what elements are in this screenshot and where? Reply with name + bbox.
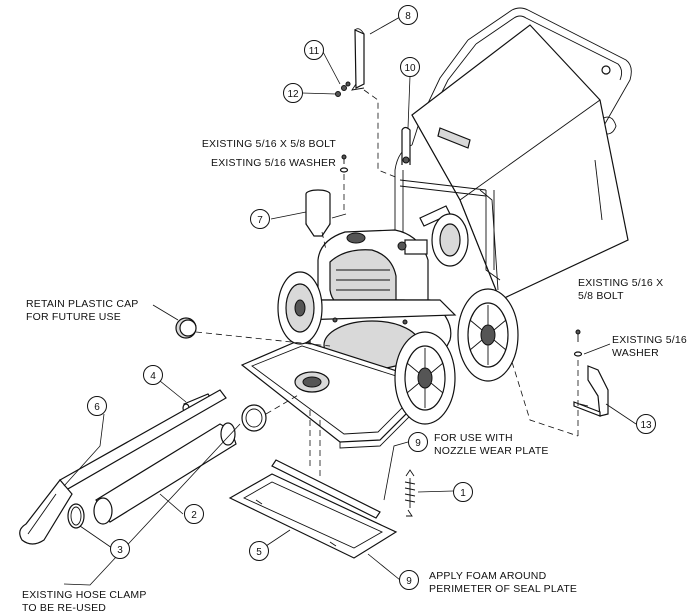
callout-6: 6 bbox=[87, 396, 107, 416]
note-foam-line2: PERIMETER OF SEAL PLATE bbox=[429, 583, 577, 595]
callout-9-lower: 9 bbox=[399, 570, 419, 590]
callout-9-upper: 9 bbox=[408, 432, 428, 452]
callout-7: 7 bbox=[250, 209, 270, 229]
bolt-washer-right bbox=[511, 329, 583, 437]
svg-text:12: 12 bbox=[287, 89, 299, 100]
callout-10: 10 bbox=[400, 57, 420, 77]
debris-bag bbox=[411, 24, 629, 301]
part-10-hook bbox=[401, 126, 411, 165]
callout-3: 3 bbox=[110, 539, 130, 559]
note-nozzle-line2: NOZZLE WEAR PLATE bbox=[434, 445, 549, 457]
svg-text:4: 4 bbox=[150, 371, 156, 382]
rear-right-wheel bbox=[457, 288, 519, 382]
callout-4: 4 bbox=[143, 365, 163, 385]
callout-1: 1 bbox=[453, 482, 473, 502]
note-washer-top: EXISTING 5/16 WASHER bbox=[211, 157, 336, 169]
part-13-bracket bbox=[573, 365, 609, 417]
callout-2: 2 bbox=[184, 504, 204, 524]
note-cap-line2: FOR FUTURE USE bbox=[26, 311, 121, 323]
note-clamp-line1: EXISTING HOSE CLAMP bbox=[22, 589, 147, 601]
note-washer-right-line1: EXISTING 5/16 bbox=[612, 334, 687, 346]
svg-text:7: 7 bbox=[257, 215, 263, 226]
leader-lines bbox=[63, 16, 637, 586]
bolt-washer-top bbox=[339, 154, 349, 210]
existing-hose-clamp bbox=[241, 393, 301, 432]
note-bolt-right-line1: EXISTING 5/16 X bbox=[578, 277, 663, 289]
rear-left-wheel bbox=[277, 271, 323, 345]
svg-text:10: 10 bbox=[404, 63, 416, 74]
note-nozzle-line1: FOR USE WITH bbox=[434, 432, 513, 444]
note-cap-line1: RETAIN PLASTIC CAP bbox=[26, 298, 139, 310]
part-7-cup bbox=[305, 189, 347, 237]
callout-8: 8 bbox=[398, 5, 418, 25]
part-1-spring bbox=[404, 469, 416, 517]
callout-12: 12 bbox=[283, 83, 303, 103]
front-right-wheel bbox=[394, 331, 456, 425]
note-washer-right-line2: WASHER bbox=[612, 347, 659, 359]
svg-text:2: 2 bbox=[191, 510, 197, 521]
svg-text:5: 5 bbox=[256, 547, 262, 558]
handle-frame bbox=[411, 7, 632, 211]
svg-text:8: 8 bbox=[405, 11, 411, 22]
note-bolt-right-line2: 5/8 BOLT bbox=[578, 290, 624, 302]
note-clamp-line2: TO BE RE-USED bbox=[22, 602, 106, 614]
part-2-hose bbox=[93, 422, 237, 525]
svg-text:13: 13 bbox=[640, 420, 652, 431]
part-8-strap bbox=[351, 28, 365, 91]
callout-13: 13 bbox=[636, 414, 656, 434]
svg-text:1: 1 bbox=[460, 488, 466, 499]
svg-text:6: 6 bbox=[94, 402, 100, 413]
svg-text:9: 9 bbox=[415, 438, 421, 449]
svg-text:9: 9 bbox=[406, 576, 412, 587]
assembly-lines bbox=[309, 231, 327, 480]
part-5-seal-plate bbox=[228, 473, 398, 559]
parts-11-12-hardware bbox=[335, 81, 399, 179]
note-foam-line1: APPLY FOAM AROUND bbox=[429, 570, 547, 582]
svg-text:11: 11 bbox=[309, 46, 320, 57]
plastic-cap bbox=[175, 317, 331, 347]
callout-5: 5 bbox=[249, 541, 269, 561]
note-bolt-top: EXISTING 5/16 X 5/8 BOLT bbox=[202, 138, 337, 150]
svg-text:3: 3 bbox=[117, 545, 123, 556]
part-9-strip-upper bbox=[271, 459, 381, 519]
callout-11: 11 bbox=[304, 40, 324, 60]
part-3-clamp bbox=[67, 503, 85, 529]
part-6-hose-with-nozzle bbox=[19, 389, 227, 545]
